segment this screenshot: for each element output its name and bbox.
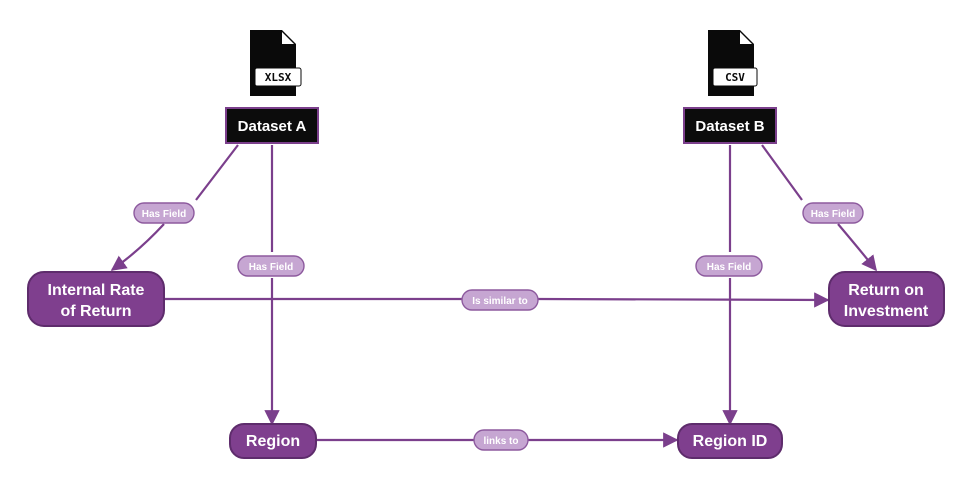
edge-dataset-a-to-irr — [112, 144, 239, 270]
relation-has-field-a-irr: Has Field — [133, 202, 195, 224]
roi-label-line2: Investment — [844, 303, 929, 320]
svg-text:Has Field: Has Field — [707, 262, 751, 273]
dataset-a-label: Dataset A — [238, 118, 307, 135]
field-node-region[interactable]: Region — [229, 423, 317, 459]
xlsx-file-label: XLSX — [265, 71, 292, 84]
svg-text:links to: links to — [483, 436, 518, 447]
edges — [112, 144, 876, 440]
edge-dataset-b-to-roi — [761, 144, 876, 270]
relation-links-to: links to — [473, 429, 529, 451]
field-node-internal-rate-of-return[interactable]: Internal Rate of Return — [27, 271, 165, 327]
relation-has-field-a-region: Has Field — [237, 255, 305, 277]
relation-is-similar-to: Is similar to — [461, 289, 539, 311]
roi-label-line1: Return on — [848, 282, 924, 299]
dataset-b-node[interactable]: Dataset B — [683, 107, 777, 144]
relation-has-field-b-region-id: Has Field — [695, 255, 763, 277]
irr-label-line1: Internal Rate — [48, 282, 145, 299]
svg-text:Has Field: Has Field — [811, 209, 855, 220]
csv-file-label: CSV — [725, 71, 745, 84]
csv-file-icon: CSV — [708, 30, 758, 96]
dataset-a-node[interactable]: Dataset A — [225, 107, 319, 144]
dataset-b-label: Dataset B — [695, 118, 764, 135]
region-id-label: Region ID — [693, 433, 768, 450]
relation-has-field-b-roi: Has Field — [802, 202, 864, 224]
irr-label-line2: of Return — [60, 303, 131, 320]
edge-irr-to-roi — [164, 299, 828, 300]
region-label: Region — [246, 433, 300, 450]
svg-text:Has Field: Has Field — [249, 262, 293, 273]
field-node-region-id[interactable]: Region ID — [677, 423, 783, 459]
svg-text:Is similar to: Is similar to — [472, 296, 528, 307]
svg-text:Has Field: Has Field — [142, 209, 186, 220]
xlsx-file-icon: XLSX — [250, 30, 302, 96]
field-node-return-on-investment[interactable]: Return on Investment — [828, 271, 945, 327]
